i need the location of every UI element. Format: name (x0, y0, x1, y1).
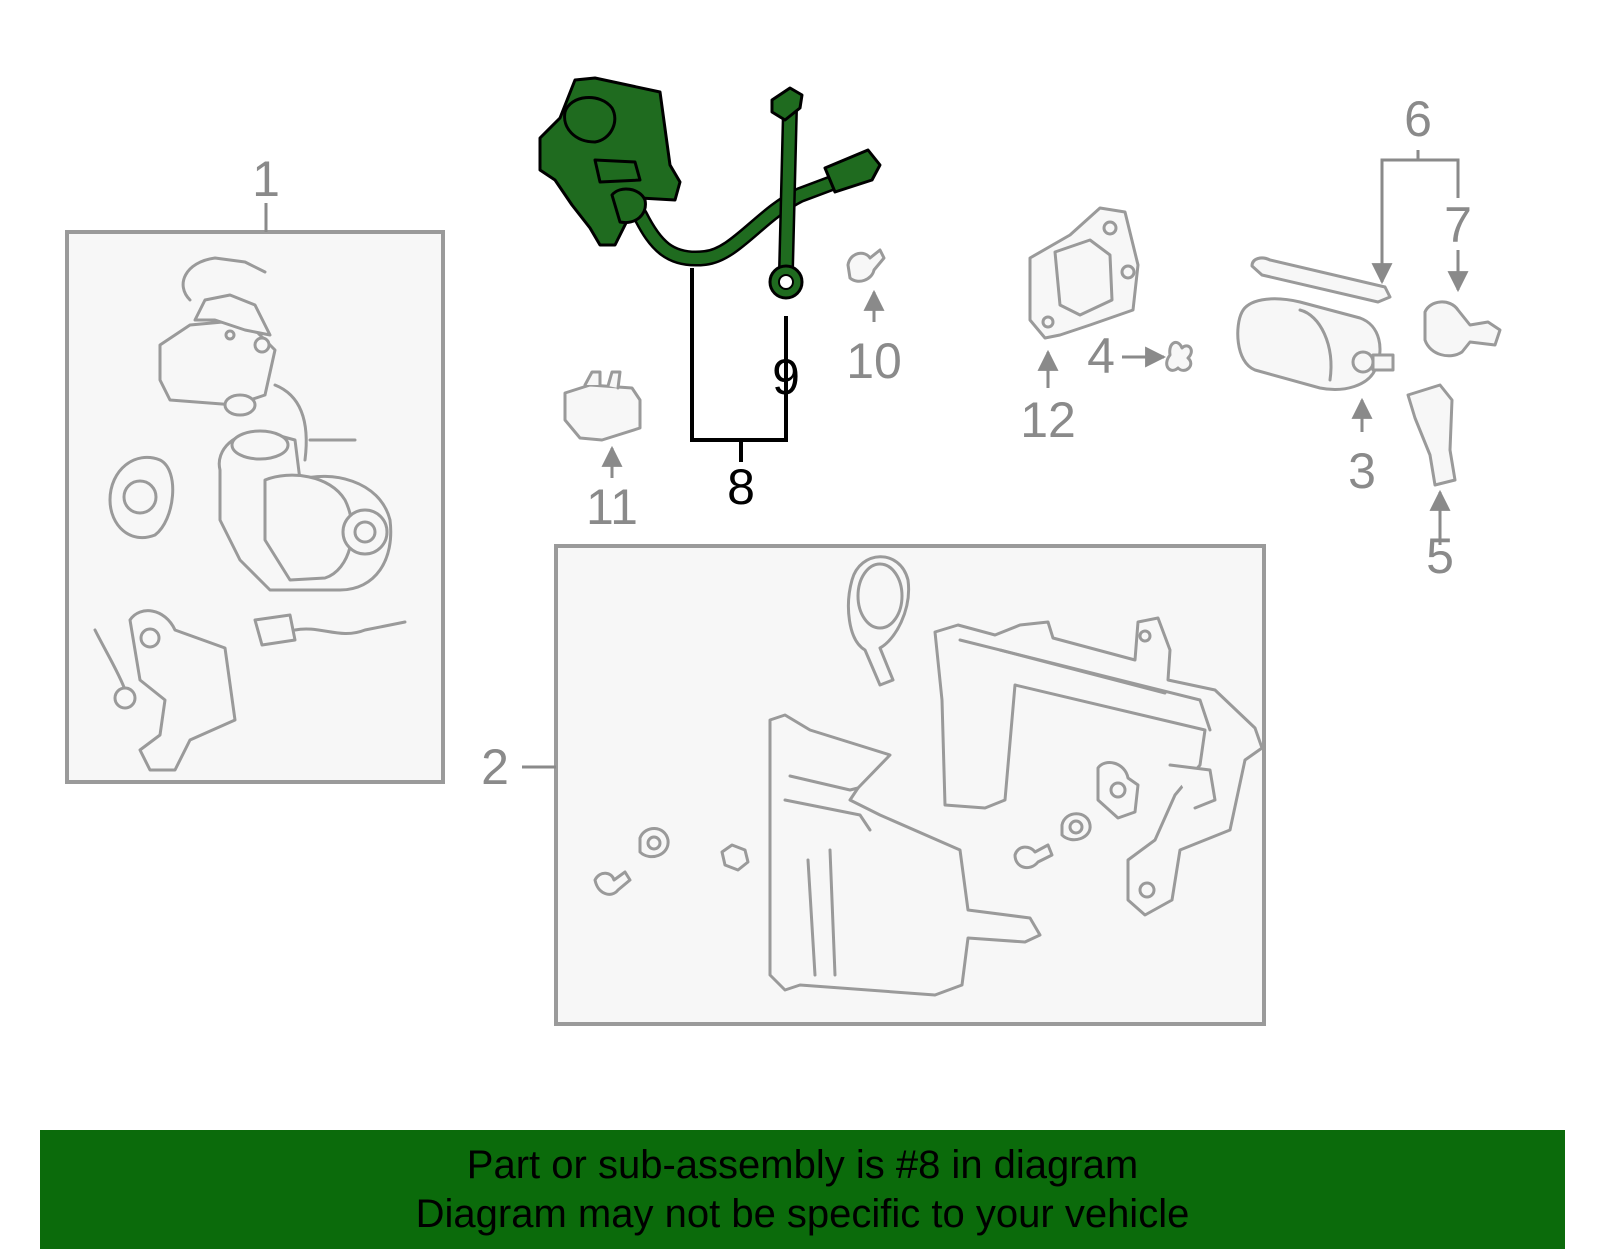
part-11-relay[interactable] (563, 370, 642, 478)
highlighted-part-8[interactable] (538, 76, 882, 462)
mounting-bracket-assembly-group[interactable] (522, 544, 1266, 1026)
callout-11[interactable]: 11 (586, 479, 638, 535)
part-10-fastener[interactable] (846, 248, 886, 322)
callout-3[interactable]: 3 (1348, 443, 1376, 499)
banner-line-2: Diagram may not be specific to your vehi… (415, 1191, 1190, 1236)
part-5-bracket[interactable] (1406, 383, 1457, 545)
part-6-bracket-leaders (1371, 150, 1460, 285)
part-7-valve[interactable] (1423, 250, 1502, 358)
callout-9[interactable]: 9 (772, 349, 800, 405)
callout-8[interactable]: 8 (727, 459, 755, 515)
callout-12[interactable]: 12 (1020, 392, 1076, 448)
callout-4[interactable]: 4 (1087, 328, 1115, 384)
compressor-assembly-group[interactable] (65, 203, 445, 784)
callout-5[interactable]: 5 (1426, 528, 1454, 584)
part-4-clip[interactable] (1122, 340, 1193, 372)
info-banner: Part or sub-assembly is #8 in diagram Di… (40, 1130, 1565, 1249)
callout-labels: 1 2 3 4 5 6 7 8 9 10 11 12 (252, 91, 1472, 795)
part-3-motor[interactable] (1236, 256, 1395, 432)
callout-1[interactable]: 1 (252, 151, 280, 207)
callout-2[interactable]: 2 (481, 739, 509, 795)
callout-6[interactable]: 6 (1404, 91, 1432, 147)
part-12-bracket[interactable] (1028, 206, 1140, 388)
callout-7[interactable]: 7 (1444, 197, 1472, 253)
callout-10[interactable]: 10 (846, 333, 902, 389)
banner-line-1: Part or sub-assembly is #8 in diagram (466, 1142, 1139, 1187)
